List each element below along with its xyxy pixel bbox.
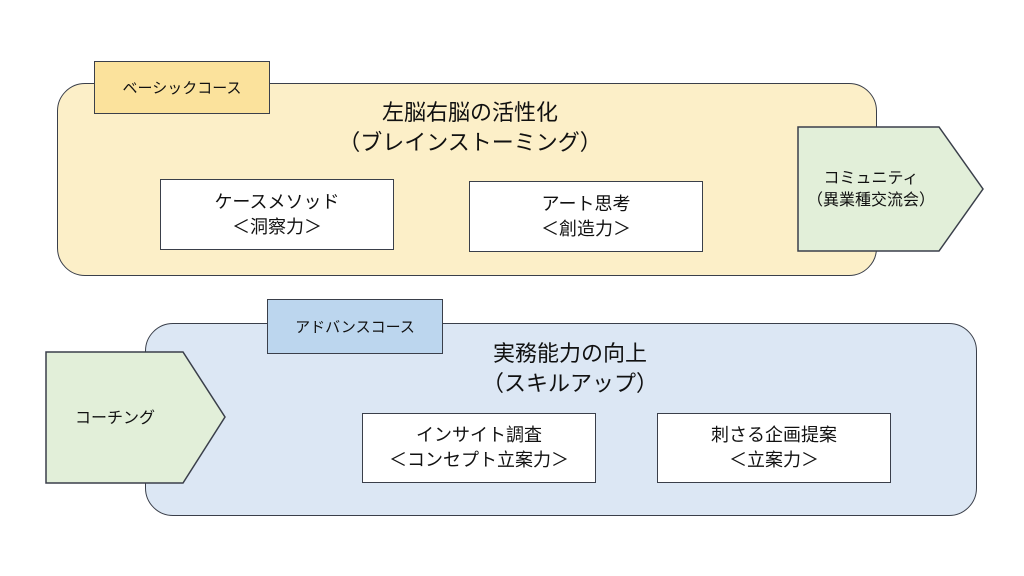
proposal-subtitle: ＜立案力＞ [729,450,819,471]
community-label: コミュニティ （異業種交流会） [797,126,945,252]
community-pentagon-shape [797,126,984,252]
basic-course-headline-line2: （ブレインストーミング） [338,131,602,156]
case-method-box: ケースメソッド ＜洞察力＞ [160,179,394,250]
advanced-course-tag: アドバンスコース [267,299,443,354]
basic-course-headline-line1: 左脳右脳の活性化 [381,101,558,126]
art-thinking-box: アート思考 ＜創造力＞ [469,181,703,252]
proposal-box: 刺さる企画提案 ＜立案力＞ [657,413,891,483]
basic-course-tag: ベーシックコース [94,61,270,114]
coaching-pentagon-shape [45,351,226,484]
advanced-course-headline: 実務能力の向上 （スキルアップ） [360,340,780,400]
coaching-label-text: コーチング [74,407,155,427]
proposal-title: 刺さる企画提案 [711,425,837,446]
case-method-title: ケースメソッド [214,191,340,213]
art-thinking-title: アート思考 [541,193,631,215]
basic-course-tag-label: ベーシックコース [122,79,242,97]
insight-research-title: インサイト調査 [416,425,542,446]
coaching-pentagon [45,351,226,484]
advanced-course-tag-label: アドバンスコース [295,318,415,336]
case-method-subtitle: ＜洞察力＞ [232,216,322,238]
community-label-line1: コミュニティ [823,168,919,187]
insight-research-box: インサイト調査 ＜コンセプト立案力＞ [362,413,596,483]
insight-research-subtitle: ＜コンセプト立案力＞ [389,450,569,471]
community-label-line2: （異業種交流会） [806,190,935,209]
community-pentagon [797,126,984,252]
advanced-course-headline-line1: 実務能力の向上 [492,342,647,367]
advanced-course-headline-line2: （スキルアップ） [481,372,658,397]
art-thinking-subtitle: ＜創造力＞ [541,218,631,240]
coaching-label: コーチング [45,351,185,484]
basic-course-headline: 左脳右脳の活性化 （ブレインストーミング） [260,99,680,159]
